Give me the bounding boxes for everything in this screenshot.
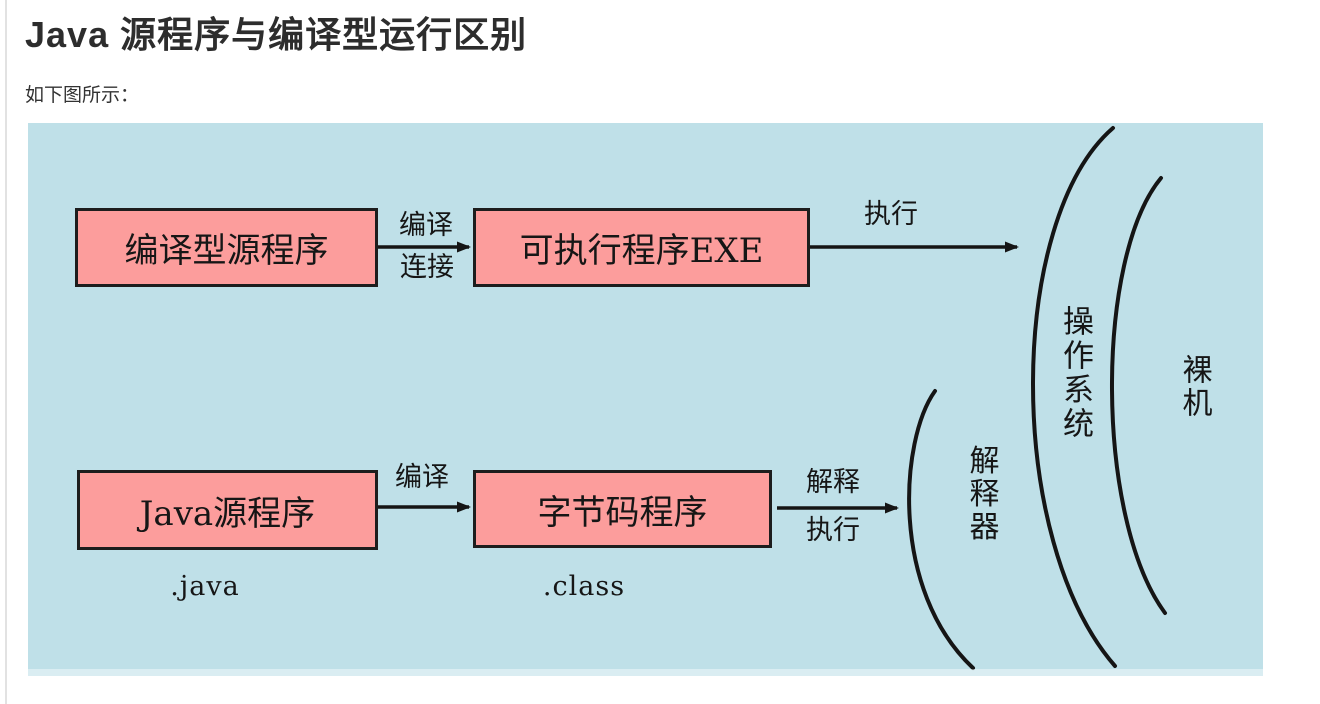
node-compiled-source: 编译型源程序 (75, 208, 378, 287)
file-label-java: .java (170, 571, 240, 603)
label-interpreter: 解释器 (963, 444, 999, 544)
intro-text: 如下图所示： (25, 85, 140, 106)
label-interpret: 解释 (806, 467, 860, 499)
node-executable-exe-label: 可执行程序EXE (519, 231, 764, 271)
label-link: 连接 (400, 252, 454, 284)
node-bytecode: 字节码程序 (473, 470, 772, 548)
label-compile-top: 编译 (399, 210, 453, 242)
node-java-source-label: Java源程序 (139, 493, 316, 534)
label-execute-bottom: 执行 (806, 515, 860, 547)
label-bare-machine: 裸机 (1176, 354, 1212, 420)
curve-operating-system (1031, 126, 1117, 668)
label-compile-bottom: 编译 (395, 462, 449, 494)
node-bytecode-label: 字节码程序 (537, 492, 708, 533)
curve-interpreter (907, 389, 975, 670)
node-compiled-source-label: 编译型源程序 (124, 231, 329, 271)
left-border-rule (5, 0, 7, 704)
node-java-source: Java源程序 (77, 470, 378, 550)
label-operating-system: 操作系统 (1057, 305, 1094, 441)
curve-bare-machine (1110, 176, 1167, 615)
label-execute-top: 执行 (864, 199, 918, 231)
file-label-class: .class (542, 571, 626, 603)
diagram-canvas: 编译型源程序 可执行程序EXE Java源程序 字节码程序 编译 连接 执行 编… (28, 123, 1263, 676)
diagram-connectors (378, 126, 1167, 670)
page-title: Java 源程序与编译型运行区别 (25, 14, 528, 55)
node-executable-exe: 可执行程序EXE (473, 208, 810, 287)
